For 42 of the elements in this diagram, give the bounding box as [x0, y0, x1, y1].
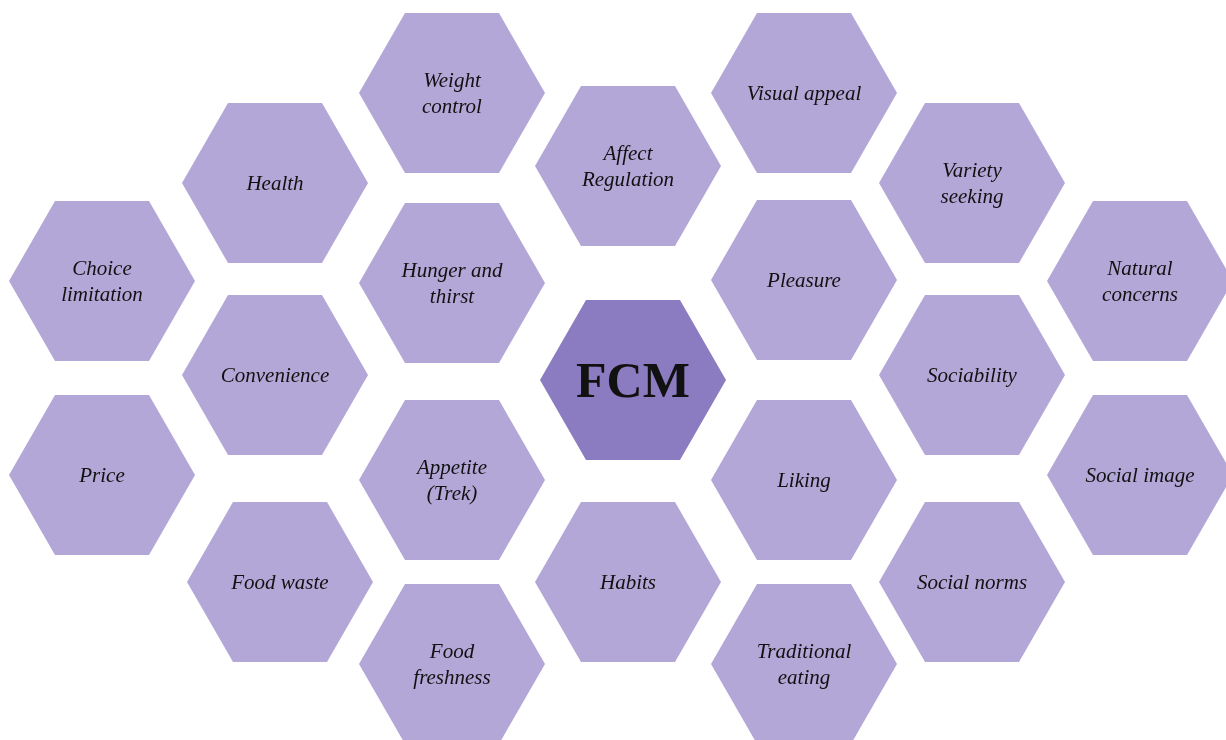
hexagon — [359, 203, 545, 363]
hexagon-label: Social image — [1084, 462, 1196, 488]
hexagon-label: Traditional eating — [755, 638, 853, 690]
hexagon — [359, 400, 545, 560]
hexagon-label: Pleasure — [766, 267, 842, 293]
hexagon-label: Convenience — [219, 362, 331, 388]
hexagon-label: Appetite (Trek) — [415, 454, 488, 506]
hexagon — [359, 584, 545, 740]
hexagon-label: Food freshness — [412, 638, 492, 690]
hexagon — [711, 200, 897, 360]
center-label: FCM — [575, 352, 691, 408]
hexagon — [182, 295, 368, 455]
hexagon — [182, 103, 368, 263]
hexagon-label: Food waste — [230, 569, 330, 595]
hexagon-label: Liking — [776, 467, 832, 493]
hexagon — [359, 13, 545, 173]
hexagon-label: Hunger and thirst — [400, 257, 504, 309]
hexagon — [1047, 201, 1226, 361]
hexagon — [9, 201, 195, 361]
hexagon — [879, 103, 1065, 263]
hexagon — [535, 502, 721, 662]
hexagon-label: Affect Regulation — [580, 140, 676, 192]
hexagon — [879, 502, 1065, 662]
hexagon — [711, 400, 897, 560]
hexagon — [711, 13, 897, 173]
hexagon-label: Habits — [599, 569, 657, 595]
hexagon-label: Choice limitation — [60, 255, 144, 307]
hexagon — [535, 86, 721, 246]
hexagon-label: Visual appeal — [745, 80, 863, 106]
hexagon-label: Natural concerns — [1101, 255, 1179, 307]
hexagon-label: Sociability — [926, 362, 1018, 388]
hexagon-label: Price — [78, 462, 126, 488]
hexagon — [879, 295, 1065, 455]
hexagon-label: Social norms — [915, 569, 1029, 595]
hexagon-label: Health — [245, 170, 305, 196]
hexagon — [711, 584, 897, 740]
hexagon — [1047, 395, 1226, 555]
hexagon-label: Variety seeking — [939, 157, 1005, 209]
hexagon — [187, 502, 373, 662]
center-hexagon — [540, 300, 726, 460]
hexagon-label: Weight control — [421, 67, 483, 119]
hexagon — [9, 395, 195, 555]
